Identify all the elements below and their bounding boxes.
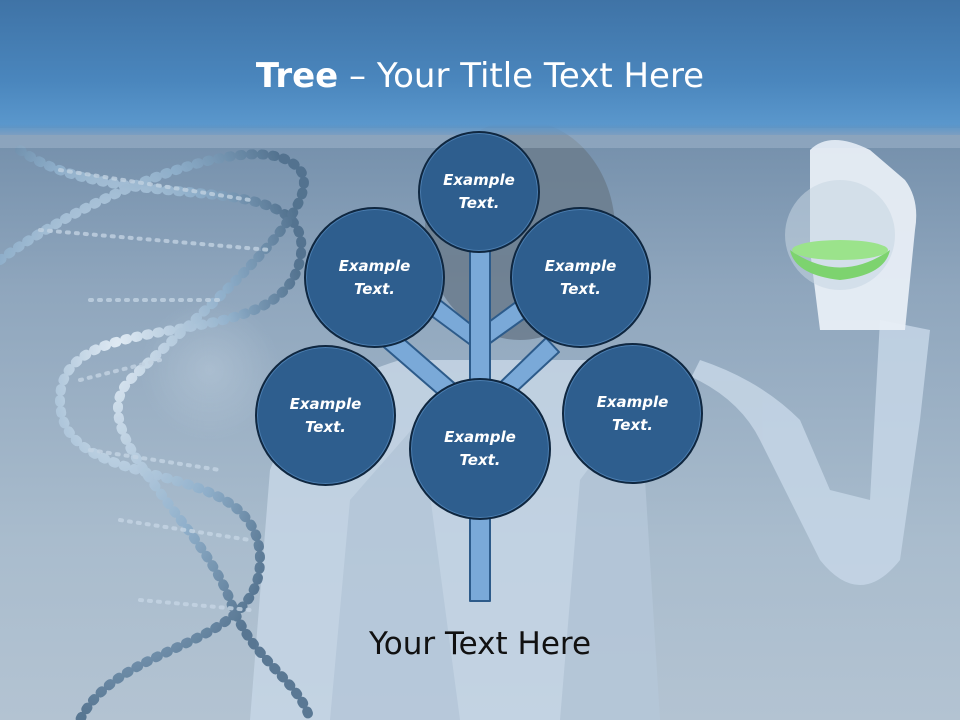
tree-node-lower-left[interactable]: Example Text.: [255, 345, 396, 486]
tree-node-upper-left[interactable]: Example Text.: [304, 207, 445, 348]
tree-node-lower-right[interactable]: Example Text.: [562, 343, 703, 484]
flask-illustration: [785, 140, 917, 330]
tree-node-upper-right[interactable]: Example Text.: [510, 207, 651, 348]
title-rest: – Your Title Text Here: [338, 56, 705, 96]
footer-text[interactable]: Your Text Here: [368, 626, 592, 662]
dna-helix: [0, 145, 315, 720]
tree-node-top[interactable]: Example Text.: [418, 131, 540, 253]
title-bar: [0, 0, 960, 135]
slide-title[interactable]: Tree – Your Title Text Here: [0, 52, 960, 100]
title-bold: Tree: [255, 56, 339, 96]
tree-node-center[interactable]: Example Text.: [409, 378, 551, 520]
